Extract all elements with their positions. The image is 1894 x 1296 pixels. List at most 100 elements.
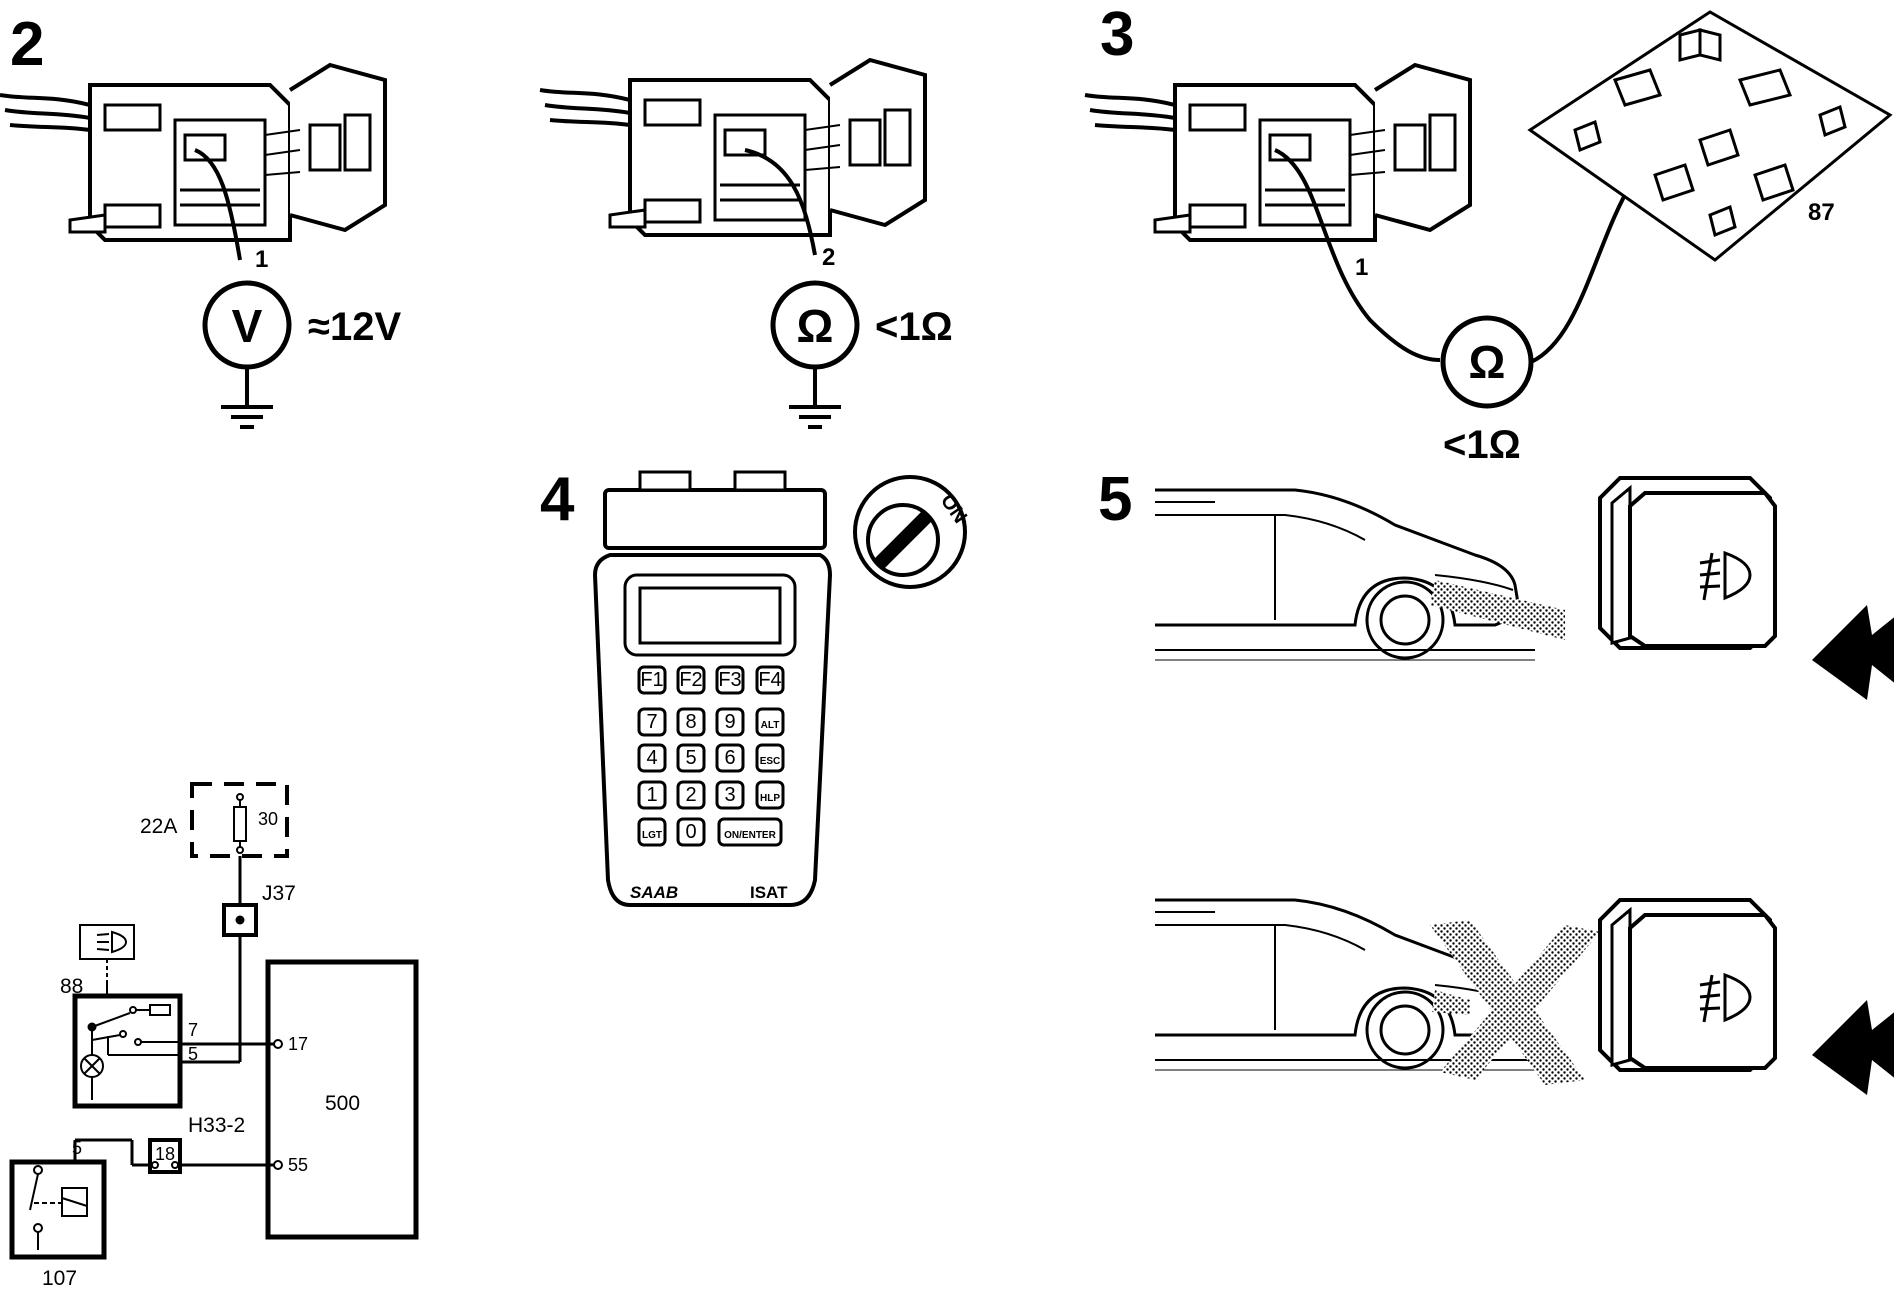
panel-3: 3 1 Ω <1Ω 87 (1083, 0, 1893, 467)
voltmeter-symbol: V (232, 300, 263, 352)
connector-h33-2 (148, 1138, 182, 1174)
press-arrow-icon (1812, 605, 1894, 700)
fuse-box (190, 782, 289, 858)
tester-key-label: 9 (724, 711, 735, 733)
ohmmeter-symbol-3: Ω (1469, 336, 1506, 388)
tester-key-label: 4 (646, 747, 657, 769)
relay-88-label: 88 (60, 975, 83, 998)
tester-key-label: F3 (718, 669, 741, 691)
tester-key-label: ALT (761, 720, 780, 731)
connector-h33-label: H33-2 (188, 1114, 245, 1137)
reading-1ohm-a: <1Ω (875, 305, 953, 349)
tester-key-label: 6 (724, 747, 735, 769)
pin-2-label: 2 (822, 244, 835, 271)
tester-key (637, 665, 667, 695)
press-arrow-icon (1812, 1000, 1894, 1095)
pin-1-label-3: 1 (1355, 254, 1368, 281)
reading-12v: ≈12V (308, 305, 401, 349)
tester-key (637, 707, 667, 737)
panel-4: 4 F1 F2 F3 F4 7 8 9 ALT 4 5 6 ESC 1 2 3 HLP LGT 0 ON/ENTER… (540, 465, 971, 907)
tester-key (715, 780, 745, 810)
tester-key (755, 707, 785, 737)
switch-107-label: 107 (42, 1267, 77, 1290)
reading-1ohm-3: <1Ω (1443, 423, 1521, 467)
ground-icon (787, 365, 843, 429)
panel-resistance-pin2: 2 Ω <1Ω (538, 58, 953, 429)
fuse-pin-label: 30 (258, 809, 278, 829)
tester-port-2 (733, 470, 787, 492)
relay-terminals (1573, 28, 1847, 238)
connector-a (538, 58, 927, 237)
tester-key (755, 780, 785, 810)
tester-display (638, 586, 782, 645)
ignition-key-slot (873, 510, 933, 570)
tester-key (637, 780, 667, 810)
car-fog-on (1153, 488, 1537, 662)
switch-pin-5: 5 (72, 1138, 82, 1158)
fog-light-beam-off (1432, 990, 1470, 1015)
relay-pin-5: 5 (188, 1044, 198, 1064)
switch-107 (9, 1159, 107, 1260)
panel-5: 5 (1098, 465, 1894, 1095)
connector-2 (0, 63, 387, 242)
tester-key (676, 707, 706, 737)
tester-key-label: HLP (760, 793, 780, 804)
relay-88 (72, 993, 183, 1109)
ground-icon (219, 365, 275, 429)
tester-key-label: ON/ENTER (724, 830, 776, 841)
tester-key-label: 3 (724, 784, 735, 806)
probe-wire-2 (194, 148, 242, 261)
tester-key-label: 1 (646, 784, 657, 806)
tester-key (676, 665, 706, 695)
tester-top-module (603, 488, 827, 550)
tester-key-label: 5 (685, 747, 696, 769)
step-4-label: 4 (540, 465, 575, 534)
tester-port-1 (638, 470, 692, 492)
fog-light-beam (1430, 580, 1565, 640)
tester-key-label: F2 (679, 669, 702, 691)
tester-key-label: F1 (640, 669, 663, 691)
step-5-label: 5 (1098, 465, 1132, 534)
tester-key (676, 817, 706, 847)
control-unit-500 (265, 959, 419, 1240)
connector-pin-18: 18 (155, 1144, 175, 1164)
tester-key (637, 743, 667, 773)
fog-switch-on (1598, 476, 1777, 650)
tester-key (755, 743, 785, 773)
tester-key-label: 7 (646, 711, 657, 733)
wiring-diagram (9, 782, 419, 1260)
tester-key (676, 743, 706, 773)
control-unit-label: 500 (325, 1092, 360, 1115)
tester-key-label: 0 (685, 821, 696, 843)
fog-switch-off (1598, 898, 1777, 1072)
cu-pin-17: 17 (288, 1034, 308, 1054)
tester-key-label: LGT (642, 830, 662, 841)
tester-key (637, 817, 667, 847)
tester-key (715, 743, 745, 773)
pin-1-label: 1 (255, 246, 268, 273)
ohmmeter-symbol-a: Ω (797, 300, 834, 352)
cu-pin-55: 55 (288, 1155, 308, 1175)
fuse-22a (233, 806, 247, 842)
model-label: ISAT (750, 883, 788, 902)
tester-key-label: 2 (685, 784, 696, 806)
step-2-label: 2 (10, 10, 44, 79)
probe-wire-3a (1274, 148, 1441, 362)
tester-key-label: F4 (758, 669, 781, 691)
probe-wire-a (744, 148, 817, 256)
step-3-label: 3 (1100, 0, 1134, 69)
tester-key (717, 817, 783, 847)
relay-pin-7: 7 (188, 1020, 198, 1040)
brand-label: SAAB (630, 883, 678, 902)
tester-key (715, 707, 745, 737)
panel-2: 2 1 V ≈12V (0, 10, 401, 429)
fuse-label: 22A (140, 815, 177, 838)
pin-87-label: 87 (1808, 199, 1835, 226)
tester-key (676, 780, 706, 810)
tester-key (755, 665, 785, 695)
tester-key-label: 8 (685, 711, 696, 733)
tester-key (715, 665, 745, 695)
tester-key-label: ESC (760, 756, 781, 767)
cross-stroke-2 (1440, 925, 1600, 1080)
